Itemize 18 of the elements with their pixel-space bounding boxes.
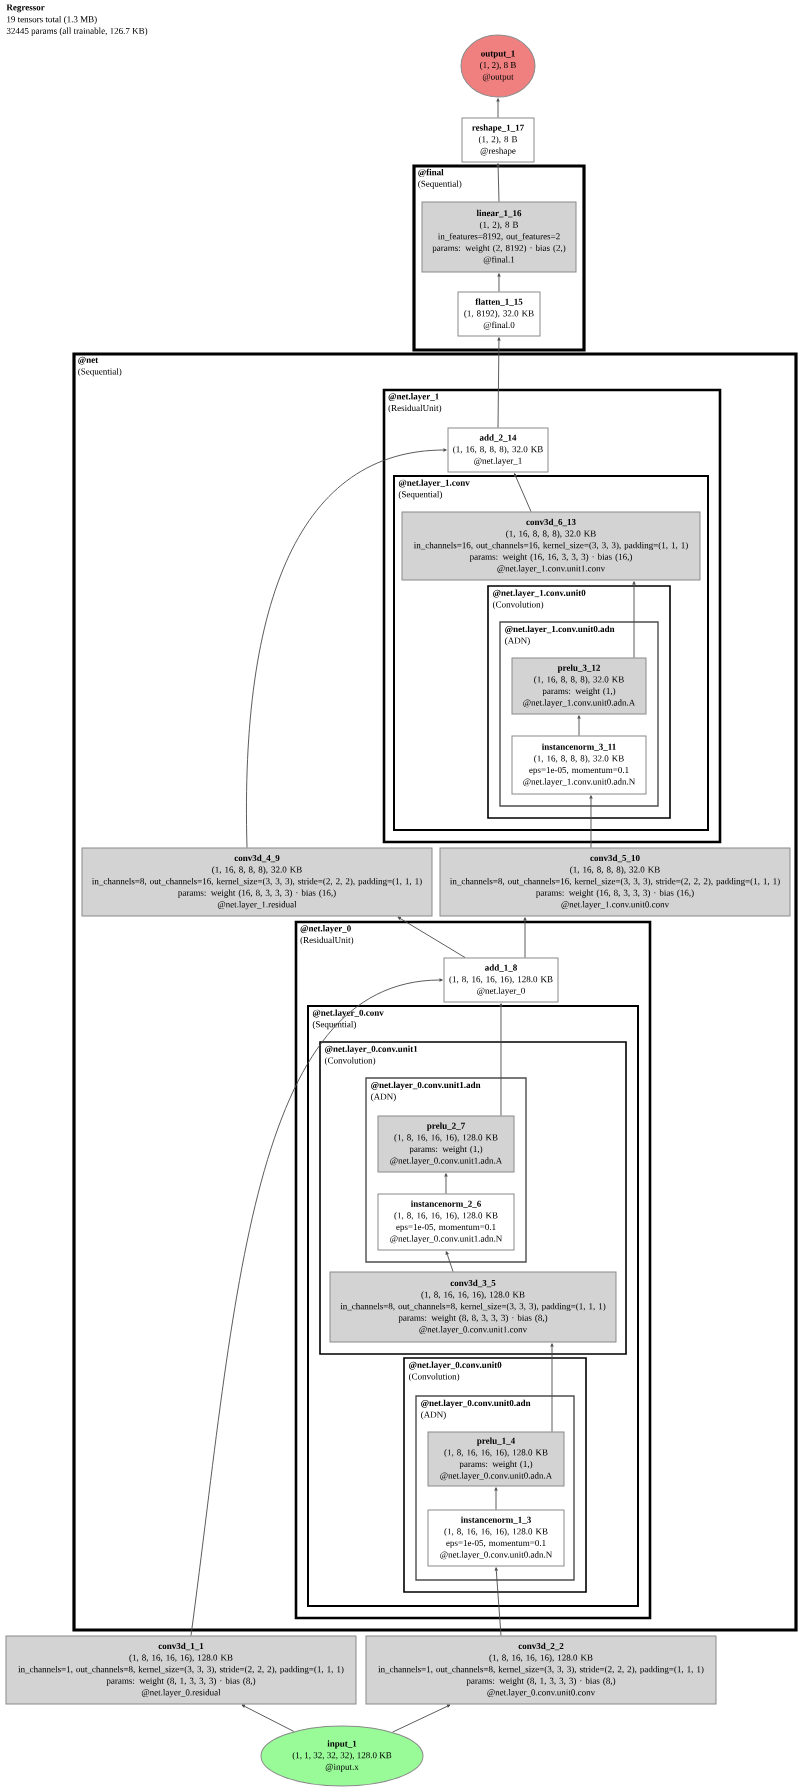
arrow <box>514 473 532 512</box>
arrow <box>392 1704 451 1733</box>
arrow <box>496 98 500 118</box>
arrow <box>523 917 527 958</box>
arrow <box>496 163 500 202</box>
arrow <box>494 1487 498 1510</box>
arrow <box>550 1343 554 1432</box>
arrow <box>589 795 593 848</box>
arrow <box>632 581 636 658</box>
arrow <box>497 337 501 428</box>
arrow <box>444 1173 448 1194</box>
arrow <box>241 1704 295 1732</box>
arrow <box>499 1003 503 1116</box>
arrow <box>497 273 501 292</box>
arrow <box>246 448 447 848</box>
arrow <box>577 715 581 736</box>
arrow <box>397 916 466 958</box>
arrow <box>445 1251 454 1272</box>
